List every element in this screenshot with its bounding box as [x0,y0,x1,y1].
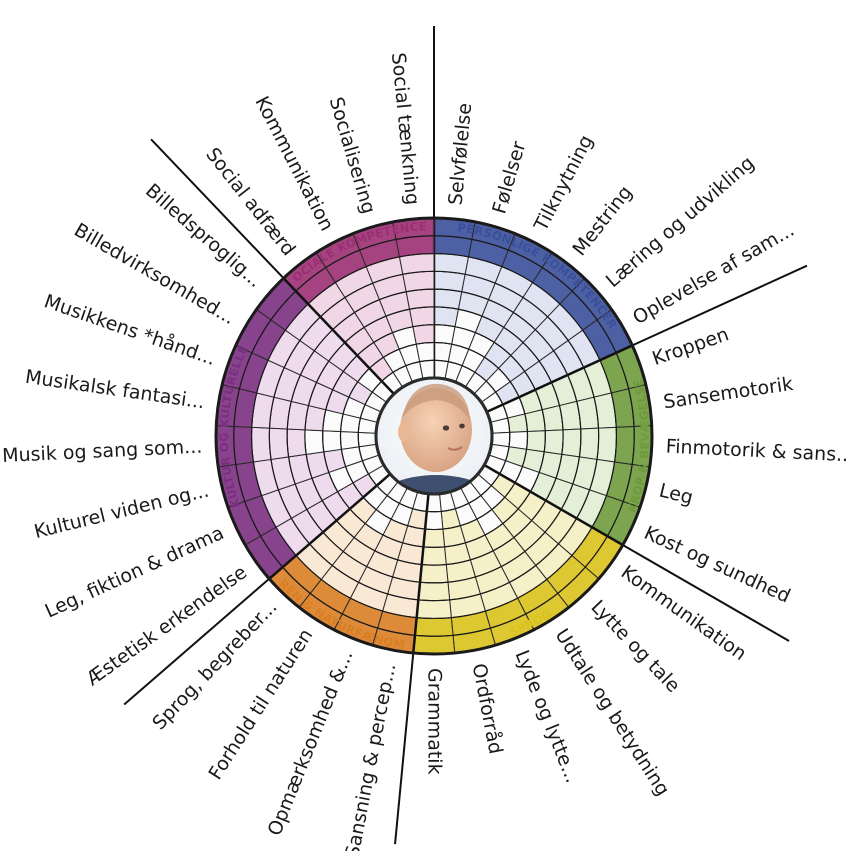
ring-cell [422,528,446,548]
competence-label: Leg [657,480,695,509]
ring-cell [405,288,435,310]
ring-cell [233,425,254,466]
area-divider [123,578,270,706]
ring-cell [408,306,435,328]
ring-cell [412,324,435,345]
ring-cell [416,599,452,619]
ring-cell [357,431,378,448]
wheel-ring [214,216,654,656]
ring-cell [304,429,325,455]
area-divider [631,264,808,347]
ring-cell [433,288,463,310]
competence-label: Mestring [568,182,636,261]
area-divider-inner [483,463,624,547]
ring-cell [417,581,451,602]
ring-cell [286,428,307,458]
ring-cell [251,426,272,463]
ring-cell [508,431,529,450]
ring-cell [268,427,290,461]
ring-circle [339,341,529,531]
ring-cell [414,617,454,637]
area-divider-inner [412,493,430,654]
ring-cell [415,341,435,363]
competence-label: Finmotorik & sans... [665,436,847,467]
ring-circle [322,324,546,548]
competence-label: Sansemotorik [662,373,794,413]
ring-cell [561,428,582,458]
ring-cell [526,430,546,453]
ring-cell [419,563,449,584]
competence-label: Følelser [488,139,530,217]
area-divider [394,652,415,845]
ring-cell [543,429,564,455]
ring-circle [357,359,511,513]
ring-cell [433,306,460,328]
competence-label: Socialisering [325,95,380,217]
ring-circle [250,252,618,620]
ring-circle [286,288,582,584]
area-divider-inner [282,277,395,395]
area-divider [622,544,790,642]
ring-circle [268,270,600,602]
competence-label: Kroppen [649,323,731,370]
ring-cell [596,426,617,463]
ring-cell [524,409,546,433]
ring-circle [304,306,564,566]
area-divider-inner [268,473,391,580]
ring-circle [214,216,654,656]
area-divider-inner [486,344,633,414]
ring-cell [322,430,342,453]
ring-cell [412,634,456,655]
competence-label: Musik og sang som... [2,436,203,468]
area-divider [150,138,285,279]
competence-label: Sansning & percep... [341,662,400,851]
competence-label: Grammatik [424,668,446,775]
ring-cell [339,431,360,450]
competence-label: Kulturel viden og... [32,480,211,544]
competence-label: Ordforråd [468,661,508,756]
ring-cell [421,546,447,566]
area-divider-lines [123,26,808,845]
ring-cell [578,427,600,461]
ring-circle [233,235,635,637]
competence-label: Selvfølelse [445,102,477,206]
competence-label: Musikalsk fantasi... [24,366,206,414]
competence-label: Tilknytning [530,131,598,235]
center-ring [374,376,494,496]
competence-label: Social tænkning [387,52,423,206]
ring-cell [614,425,635,466]
